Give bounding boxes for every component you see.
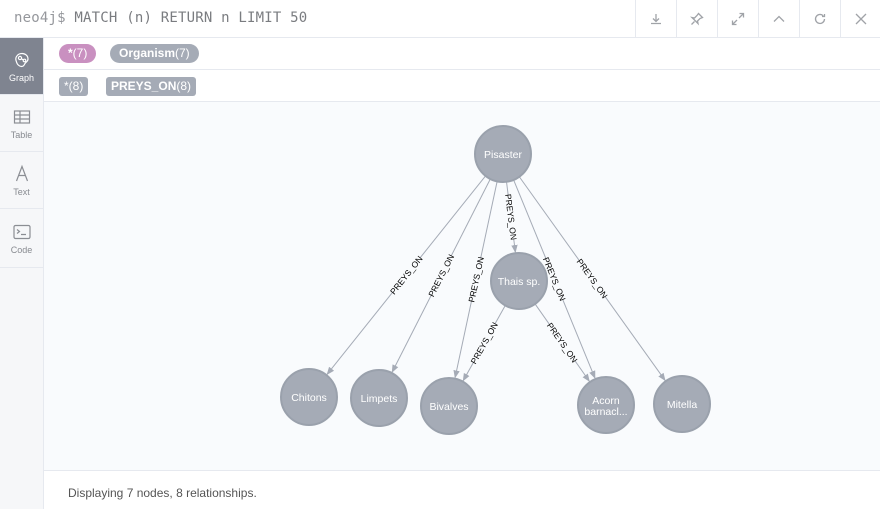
graph-view-tab[interactable]: Graph bbox=[0, 38, 43, 95]
node-label: Mitella bbox=[667, 399, 698, 411]
node-label: barnacl... bbox=[584, 406, 627, 418]
edge-label: PREYS_ON bbox=[388, 254, 425, 296]
edge-label-background bbox=[426, 253, 456, 298]
prompt-label: neo4j$ bbox=[14, 10, 66, 26]
rerun-button[interactable] bbox=[799, 0, 840, 38]
node-label: Pisaster bbox=[484, 149, 522, 161]
legend-organism-count: (7) bbox=[175, 46, 190, 60]
legend-all-nodes-pill[interactable]: *(7) bbox=[59, 44, 97, 63]
node-bivalves[interactable]: Bivalves bbox=[420, 377, 478, 435]
status-text: Displaying 7 nodes, 8 relationships. bbox=[68, 486, 257, 500]
node-label: Bivalves bbox=[429, 401, 468, 413]
edge-label-background bbox=[545, 321, 579, 364]
text-view-label: Text bbox=[13, 186, 30, 197]
view-sidebar: Graph Table Text Code bbox=[0, 38, 44, 509]
edge-label-background bbox=[503, 194, 519, 240]
legend-organism-label: Organism bbox=[119, 46, 176, 60]
pin-button[interactable] bbox=[676, 0, 717, 38]
node-thais[interactable]: Thais sp. bbox=[490, 252, 548, 310]
node-chitons[interactable]: Chitons bbox=[280, 368, 338, 426]
text-view-tab[interactable]: Text bbox=[0, 152, 43, 209]
node-circle[interactable] bbox=[474, 125, 532, 183]
fullscreen-button[interactable] bbox=[717, 0, 758, 38]
legend-all-nodes-label: * bbox=[68, 46, 73, 60]
node-circle[interactable] bbox=[350, 369, 408, 427]
edge-label-background bbox=[541, 256, 568, 302]
collapse-button[interactable] bbox=[758, 0, 799, 38]
edge-label: PREYS_ON bbox=[469, 320, 500, 365]
edge-label-background bbox=[575, 257, 610, 300]
query-editor[interactable]: neo4j$ MATCH (n) RETURN n LIMIT 50 bbox=[14, 10, 307, 26]
edge-label: PREYS_ON bbox=[575, 257, 610, 300]
node-pisaster[interactable]: Pisaster bbox=[474, 125, 532, 183]
node-legend: *(7) Organism(7) bbox=[44, 38, 880, 70]
download-icon bbox=[651, 14, 661, 25]
node-label: Limpets bbox=[361, 393, 398, 405]
node-circle[interactable] bbox=[490, 252, 548, 310]
edge-label: PREYS_ON bbox=[466, 256, 485, 303]
query-bar: neo4j$ MATCH (n) RETURN n LIMIT 50 bbox=[0, 0, 880, 38]
code-view-tab[interactable]: Code bbox=[0, 209, 43, 268]
node-circle[interactable] bbox=[280, 368, 338, 426]
legend-preys-on-tag[interactable]: PREYS_ON(8) bbox=[106, 77, 197, 96]
node-circle[interactable] bbox=[653, 375, 711, 433]
legend-all-relationships-tag[interactable]: *(8) bbox=[59, 77, 89, 96]
legend-organism-pill[interactable]: Organism(7) bbox=[110, 44, 199, 63]
node-mitella[interactable]: Mitella bbox=[653, 375, 711, 433]
collapse-icon bbox=[773, 15, 785, 22]
status-bar: Displaying 7 nodes, 8 relationships. bbox=[44, 470, 880, 509]
expand-icon bbox=[731, 12, 745, 26]
edge-label-background bbox=[466, 256, 486, 303]
node-circle[interactable] bbox=[420, 377, 478, 435]
code-view-label: Code bbox=[10, 244, 33, 255]
download-button[interactable] bbox=[635, 0, 676, 38]
pin-icon bbox=[690, 12, 704, 26]
query-text[interactable]: MATCH (n) RETURN n LIMIT 50 bbox=[74, 10, 308, 26]
legend-all-nodes-count: (7) bbox=[72, 46, 88, 60]
legend-preys-on-count: (8) bbox=[176, 79, 192, 93]
node-limpets[interactable]: Limpets bbox=[350, 369, 408, 427]
text-icon bbox=[15, 164, 28, 181]
node-circle[interactable] bbox=[577, 376, 635, 434]
graph-icon bbox=[14, 52, 29, 67]
node-label: Chitons bbox=[291, 392, 327, 404]
table-view-label: Table bbox=[10, 129, 33, 140]
table-icon bbox=[13, 109, 30, 124]
node-label: Thais sp. bbox=[498, 276, 541, 288]
close-button[interactable] bbox=[840, 0, 880, 38]
relationship-legend: *(8) PREYS_ON(8) bbox=[44, 70, 880, 102]
node-acorn[interactable]: Acornbarnacl... bbox=[577, 376, 635, 434]
table-view-tab[interactable]: Table bbox=[0, 95, 43, 152]
edge-label-background bbox=[469, 321, 500, 365]
edge-label-background bbox=[388, 254, 424, 296]
close-icon bbox=[855, 13, 867, 25]
graph-view-label: Graph bbox=[8, 72, 34, 83]
code-icon bbox=[12, 224, 31, 239]
rerun-icon bbox=[814, 13, 826, 25]
edge-label: PREYS_ON bbox=[426, 253, 456, 299]
edge-label: PREYS_ON bbox=[503, 193, 519, 240]
node-label: Acorn bbox=[592, 395, 620, 407]
legend-preys-on-label: PREYS_ON bbox=[111, 79, 177, 93]
